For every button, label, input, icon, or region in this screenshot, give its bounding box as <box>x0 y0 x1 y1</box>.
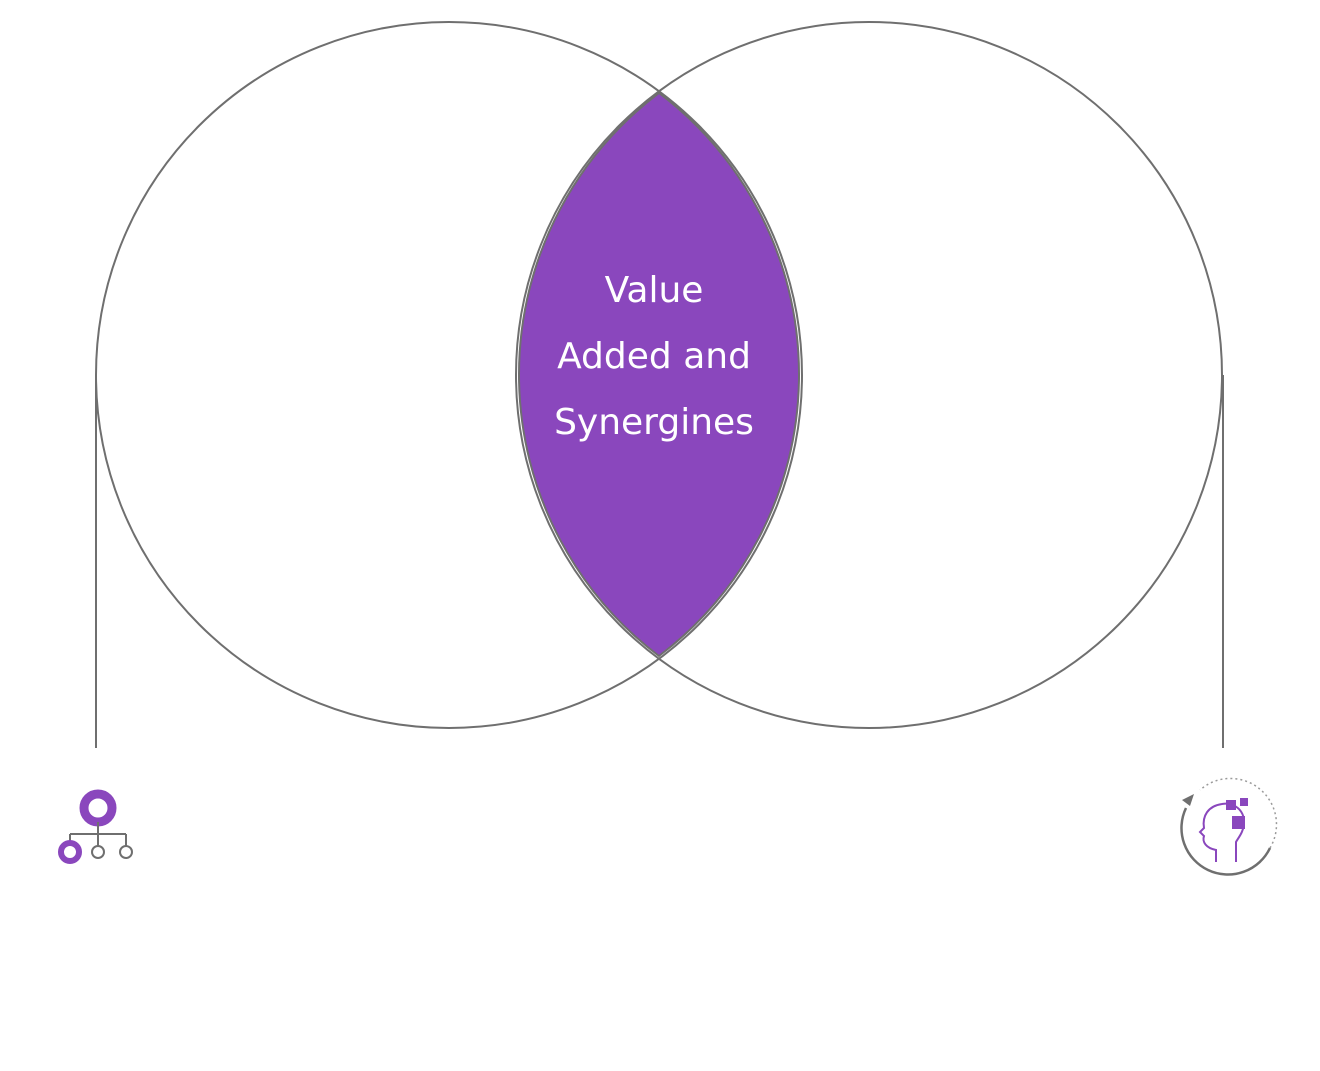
intersection-label-line-2: Added and <box>557 336 751 377</box>
intersection-label-line-1: Value <box>604 270 704 311</box>
venn-intersection <box>517 91 801 658</box>
org-hierarchy-icon <box>58 789 133 864</box>
head-refresh-icon <box>1180 777 1278 876</box>
intersection-label: Value Added and Synergines <box>530 258 778 456</box>
intersection-label-line-3: Synergines <box>554 402 754 443</box>
